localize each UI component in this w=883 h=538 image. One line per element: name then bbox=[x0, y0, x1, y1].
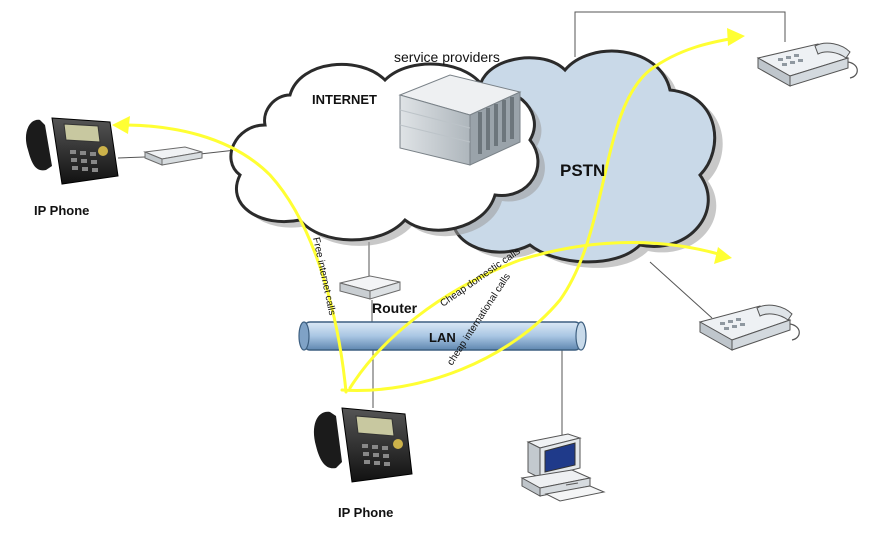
router-icon bbox=[339, 275, 401, 300]
wire-pstn-to-top-phone bbox=[574, 11, 786, 57]
connection-lines bbox=[117, 11, 786, 440]
wire-left-phone-to-modem bbox=[117, 156, 146, 159]
router-label: Router bbox=[372, 300, 418, 316]
internet-label: INTERNET bbox=[312, 92, 377, 107]
cheap-international-call-arrow bbox=[340, 36, 737, 392]
desk-phone-icon-top bbox=[756, 42, 858, 87]
pstn-label: PSTN bbox=[560, 161, 605, 180]
cheap-domestic-arrowhead bbox=[714, 247, 732, 264]
computer-icon bbox=[520, 433, 606, 502]
ip-phone-left-label: IP Phone bbox=[34, 203, 89, 218]
wire-modem-to-internet bbox=[199, 149, 237, 155]
cheap-domestic-call-arrow bbox=[348, 241, 724, 390]
ip-phone-icon-left bbox=[25, 117, 119, 185]
wire-pstn-to-right-phone bbox=[649, 261, 713, 319]
ip-phone-bottom-label: IP Phone bbox=[338, 505, 393, 520]
desk-phone-icon-right bbox=[698, 304, 800, 351]
modem-icon bbox=[143, 146, 203, 166]
service-providers-label: service providers bbox=[394, 49, 500, 65]
lan-label: LAN bbox=[429, 330, 456, 345]
free-internet-call-arrow bbox=[120, 123, 348, 394]
free-internet-calls-label: Free internet calls bbox=[310, 236, 337, 316]
ip-phone-icon-bottom bbox=[313, 407, 413, 483]
server-rack-icon bbox=[398, 74, 522, 166]
free-internet-arrowhead bbox=[112, 116, 130, 134]
cheap-international-calls-label: cheap international calls bbox=[445, 272, 513, 368]
call-arrows bbox=[112, 28, 745, 394]
cheap-international-arrowhead bbox=[727, 28, 745, 46]
